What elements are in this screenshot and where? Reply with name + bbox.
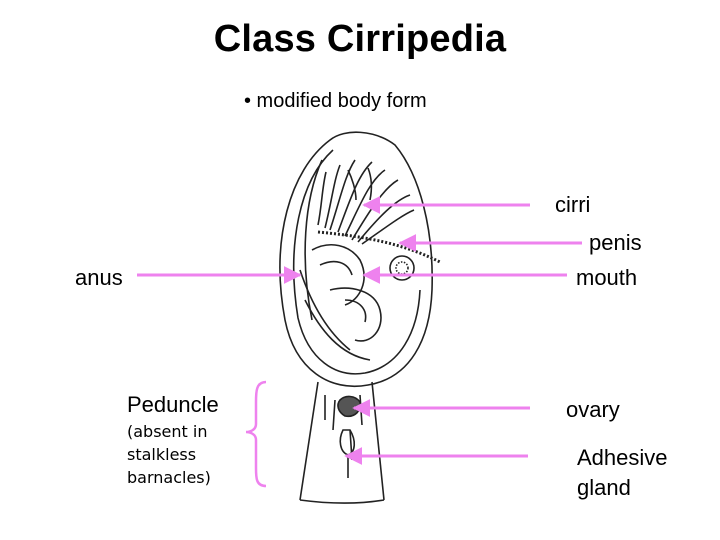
peduncle-bracket [245,380,267,488]
bullet-point: • modified body form [244,90,427,112]
peduncle-note-line-2: stalkless [127,445,197,464]
label-cirri: cirri [555,192,591,217]
slide-title: Class Cirripedia [213,18,507,60]
label-penis: penis [589,230,642,255]
label-adhesive-gland-line-2: gland [577,475,631,500]
peduncle-note-line-1: (absent in [127,422,208,441]
label-ovary: ovary [566,397,620,422]
label-mouth: mouth [576,265,638,290]
label-anus: anus [75,265,123,290]
peduncle-note-line-3: barnacles) [127,468,211,487]
label-arrows [137,196,582,465]
label-peduncle: Peduncle [127,392,219,417]
peduncle-note: (absent in stalkless barnacles) [127,420,211,489]
label-adhesive-gland-line-1: Adhesive [577,445,668,470]
barnacle-drawing [279,131,441,504]
